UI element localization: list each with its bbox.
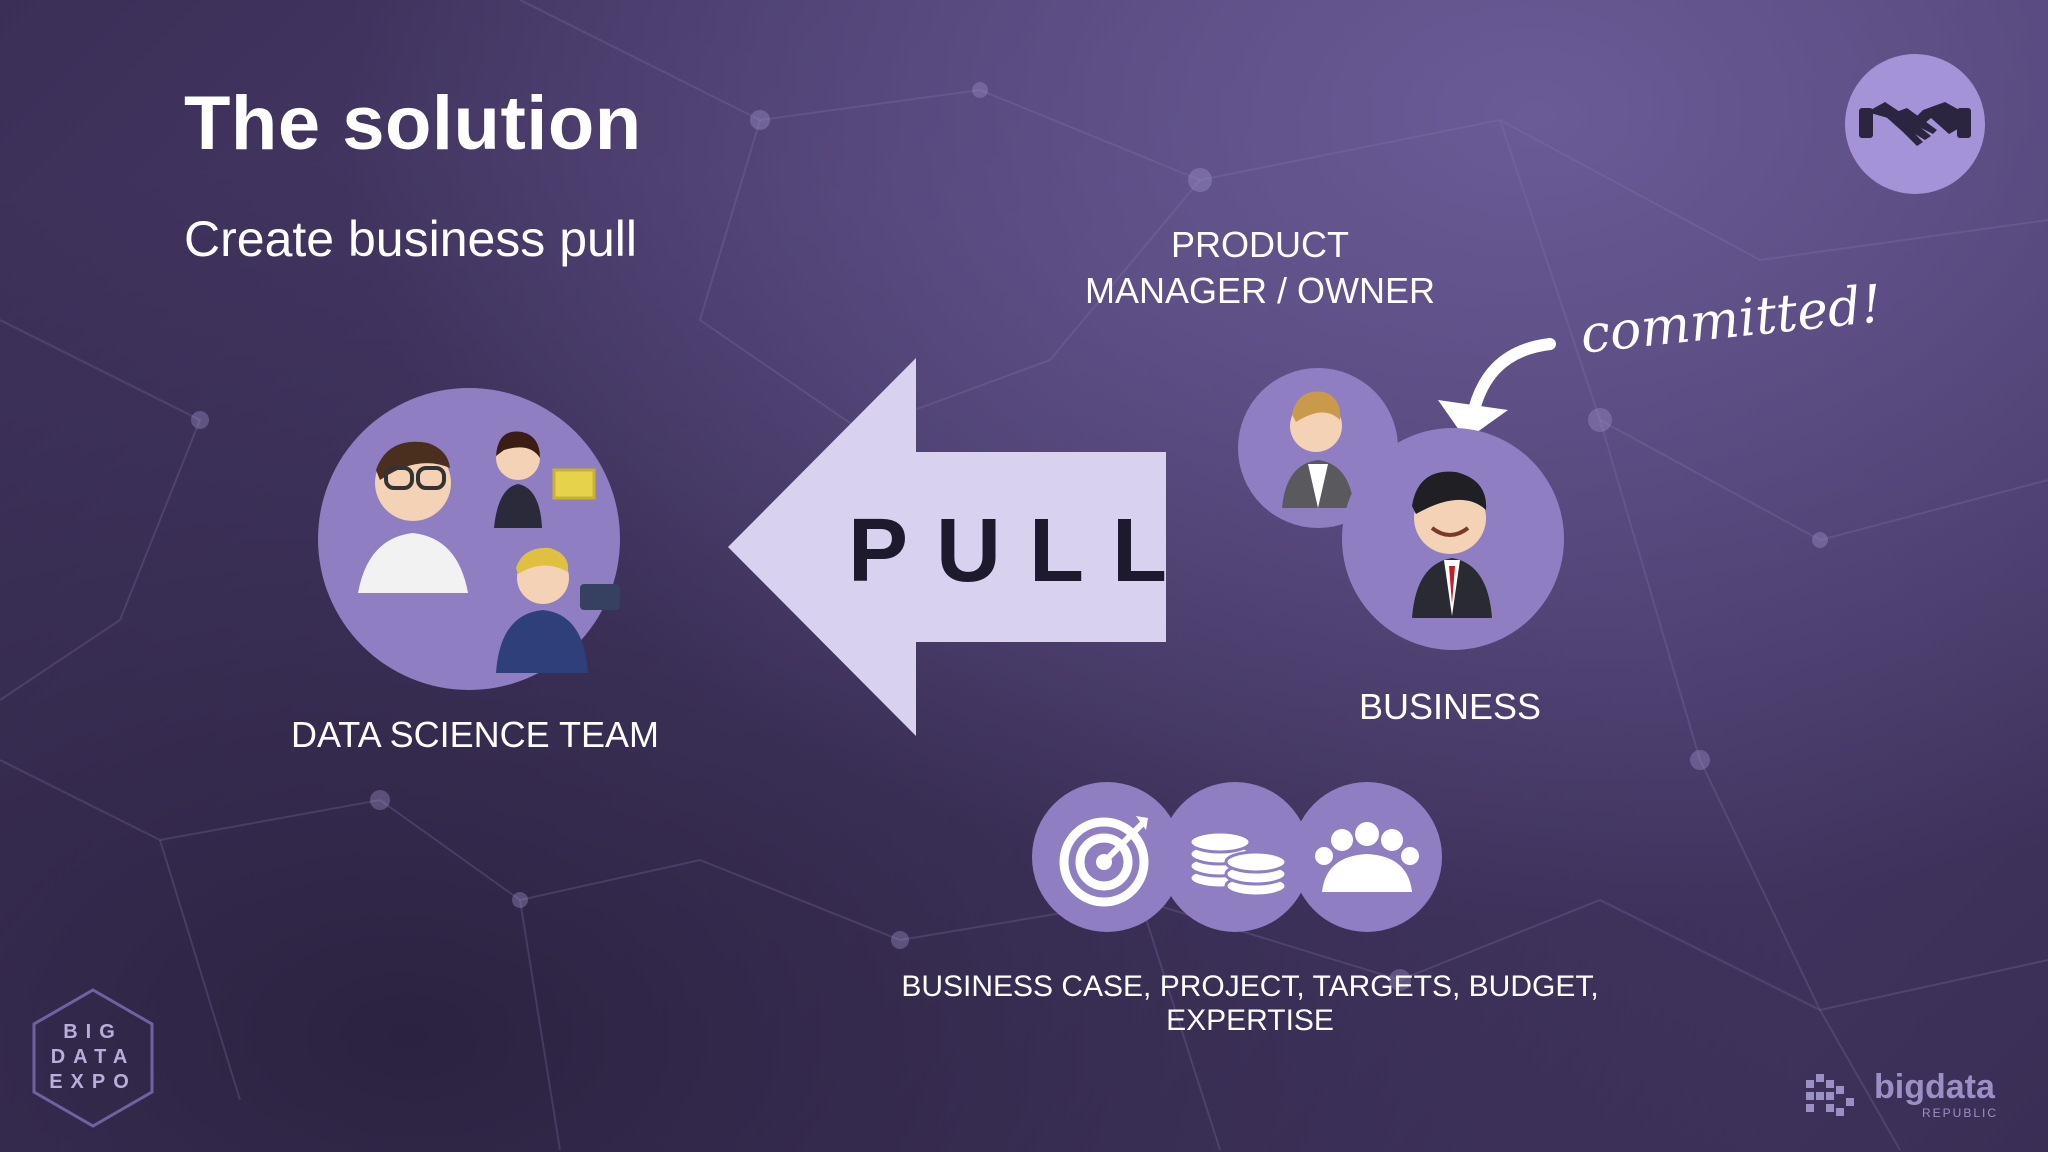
data-science-team-illustration (358, 431, 620, 673)
handshake-icon (1859, 102, 1971, 146)
logo-line-big: BIG (63, 1021, 123, 1043)
logo-republic-text: REPUBLIC (1922, 1106, 1999, 1120)
slide-subtitle: Create business pull (184, 211, 638, 267)
hexagon-logo-icon (32, 988, 154, 1128)
logo-bigdata-text: bigdata (1874, 1068, 1995, 1106)
coins-badge (1160, 782, 1310, 932)
business-person-illustration (1412, 471, 1492, 618)
team-icon (1315, 822, 1419, 892)
business-circle (1342, 428, 1564, 650)
bigdata-republic-logo: bigdata REPUBLIC (1804, 1068, 2004, 1122)
business-elements-label: BUSINESS CASE, PROJECT, TARGETS, BUDGET,… (901, 970, 1599, 1037)
pull-label: PULL (848, 501, 1195, 601)
pixel-logo-icon (1806, 1074, 1854, 1116)
product-manager-label: PRODUCT MANAGER / OWNER (1040, 222, 1480, 314)
product-manager-illustration (1282, 391, 1354, 508)
business-label: BUSINESS (1358, 686, 1542, 727)
slide-title: The solution (184, 81, 642, 166)
big-data-expo-logo: BIG DATA EXPO (28, 986, 158, 1130)
target-badge (1032, 782, 1182, 932)
data-science-team-label: DATA SCIENCE TEAM (290, 714, 660, 755)
target-icon (1059, 816, 1149, 907)
logo-line-expo: EXPO (49, 1071, 137, 1093)
product-manager-line2: MANAGER / OWNER (1084, 270, 1435, 311)
coins-icon (1188, 830, 1288, 898)
data-science-team-circle (318, 388, 620, 690)
product-manager-line1: PRODUCT (1171, 224, 1349, 265)
team-badge (1292, 782, 1442, 932)
handshake-badge (1845, 54, 1985, 194)
product-manager-circle (1238, 368, 1398, 528)
logo-line-data: DATA (50, 1046, 136, 1068)
